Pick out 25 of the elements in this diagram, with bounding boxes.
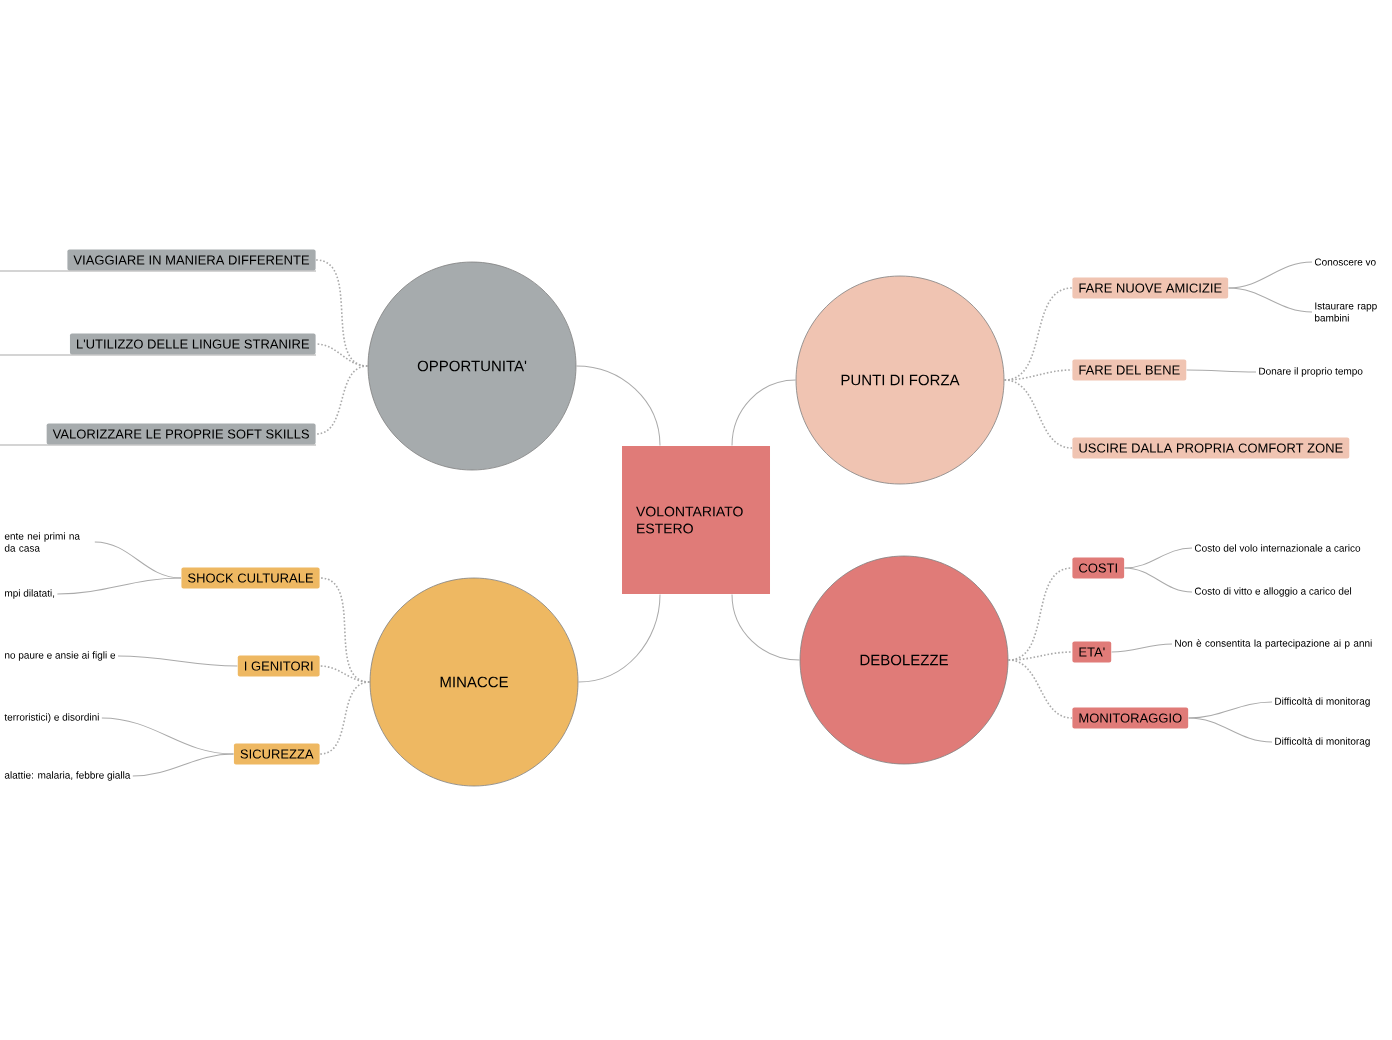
connector (577, 593, 661, 683)
connector (1007, 659, 1073, 719)
connector (94, 541, 182, 579)
connector (1188, 701, 1273, 719)
connector (117, 655, 238, 667)
connector (132, 753, 235, 777)
connector (1003, 369, 1073, 381)
connector (315, 343, 369, 367)
connector (1228, 261, 1313, 289)
connector (56, 577, 182, 595)
connector (731, 593, 801, 661)
connector (1003, 379, 1073, 449)
connector (1111, 643, 1173, 653)
connector (731, 379, 797, 447)
connector (1228, 287, 1313, 313)
connector (1124, 567, 1193, 593)
connector (315, 365, 369, 435)
connector (319, 681, 371, 755)
connector (1188, 717, 1273, 743)
connector (1007, 651, 1073, 661)
connector (575, 365, 661, 447)
connector (319, 665, 371, 683)
connector (101, 717, 235, 755)
connector (1186, 369, 1257, 373)
connector (1124, 547, 1193, 569)
